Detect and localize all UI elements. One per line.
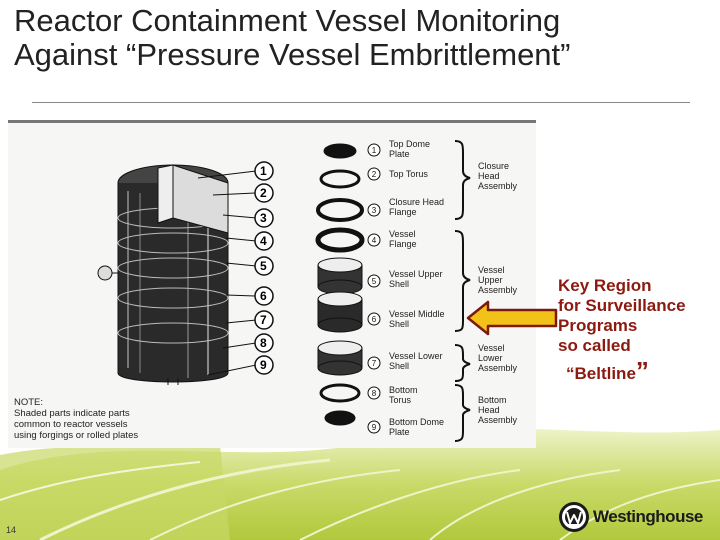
number-circles — [254, 161, 274, 375]
assembly-label: Closure Head Assembly — [478, 161, 518, 191]
callout-number: 6 — [260, 289, 267, 303]
part-label: Vessel Lower Shell — [389, 351, 443, 371]
callout-line: so called — [558, 336, 631, 355]
callout-number: 9 — [260, 358, 267, 372]
part-number-digits: 1 2 3 4 5 6 7 8 9 — [372, 146, 377, 432]
callout-line: Key Region — [558, 276, 652, 295]
part-label: Vessel Upper Shell — [389, 269, 443, 289]
assembly-label: Vessel Lower Assembly — [478, 343, 518, 373]
note-line: common to reactor vessels — [14, 419, 128, 430]
callout-number: 3 — [260, 211, 267, 225]
callout-number: 4 — [260, 234, 267, 248]
svg-text:8: 8 — [372, 389, 377, 398]
key-region-callout: Key Region for Surveillance Programs so … — [558, 276, 686, 356]
callout-number: 1 — [260, 164, 267, 178]
leader-lines — [197, 170, 257, 376]
part-label: Top Dome Plate — [389, 139, 431, 159]
svg-text:2: 2 — [372, 170, 377, 179]
callout-line: Programs — [558, 316, 638, 335]
logo-wordmark: Westinghouse — [593, 507, 703, 526]
exploded-parts — [315, 143, 365, 426]
callout-number: 5 — [260, 259, 267, 273]
assembly-label: Vessel Upper Assembly — [478, 265, 518, 295]
vessel-cutaway-drawing — [97, 164, 229, 385]
page-number: 14 — [6, 525, 17, 535]
part-number-circles — [367, 143, 381, 434]
svg-text:1: 1 — [372, 146, 377, 155]
note-heading: NOTE: — [14, 397, 44, 408]
svg-text:4: 4 — [372, 236, 377, 245]
callout-number: 2 — [260, 186, 267, 200]
title-divider — [32, 102, 690, 103]
note-line: using forgings or rolled plates — [14, 430, 139, 441]
svg-text:5: 5 — [372, 277, 377, 286]
assembly-braces — [454, 140, 471, 442]
svg-text:6: 6 — [372, 315, 377, 324]
title-line-1: Reactor Containment Vessel Monitoring — [14, 3, 561, 38]
callout-number: 8 — [260, 336, 267, 350]
svg-text:3: 3 — [372, 206, 377, 215]
callout-number: 7 — [260, 313, 267, 327]
slide-title: Reactor Containment Vessel Monitoring Ag… — [14, 4, 571, 72]
beltline-arrow-icon — [466, 300, 558, 336]
beltline-text: “Beltline — [566, 364, 636, 383]
title-line-2: Against “Pressure Vessel Embrittlement” — [14, 37, 571, 72]
beltline-close-quote: ” — [635, 356, 649, 386]
svg-text:9: 9 — [372, 423, 377, 432]
westinghouse-logo-icon — [559, 502, 589, 532]
svg-text:7: 7 — [372, 359, 377, 368]
part-label: Top Torus — [389, 169, 428, 179]
part-label: Bottom Dome Plate — [389, 417, 445, 437]
callout-line: for Surveillance — [558, 296, 686, 315]
beltline-label: “Beltline” — [566, 356, 649, 395]
assembly-label: Bottom Head Assembly — [478, 395, 518, 425]
vessel-illustration: 1 2 3 4 5 6 7 8 9 — [97, 140, 471, 442]
part-label: Vessel Middle Shell — [389, 309, 445, 329]
diagram-note: NOTE: Shaded parts indicate parts common… — [14, 397, 138, 441]
part-label: Bottom Torus — [389, 385, 418, 405]
note-line: Shaded parts indicate parts — [14, 408, 130, 419]
part-label: Closure Head Flange — [389, 197, 445, 217]
reactor-vessel-diagram: 1 2 3 4 5 6 7 8 9 1 2 3 4 5 6 7 8 9 Top Dome P… — [8, 120, 536, 448]
part-label: Vessel Flange — [389, 229, 417, 249]
